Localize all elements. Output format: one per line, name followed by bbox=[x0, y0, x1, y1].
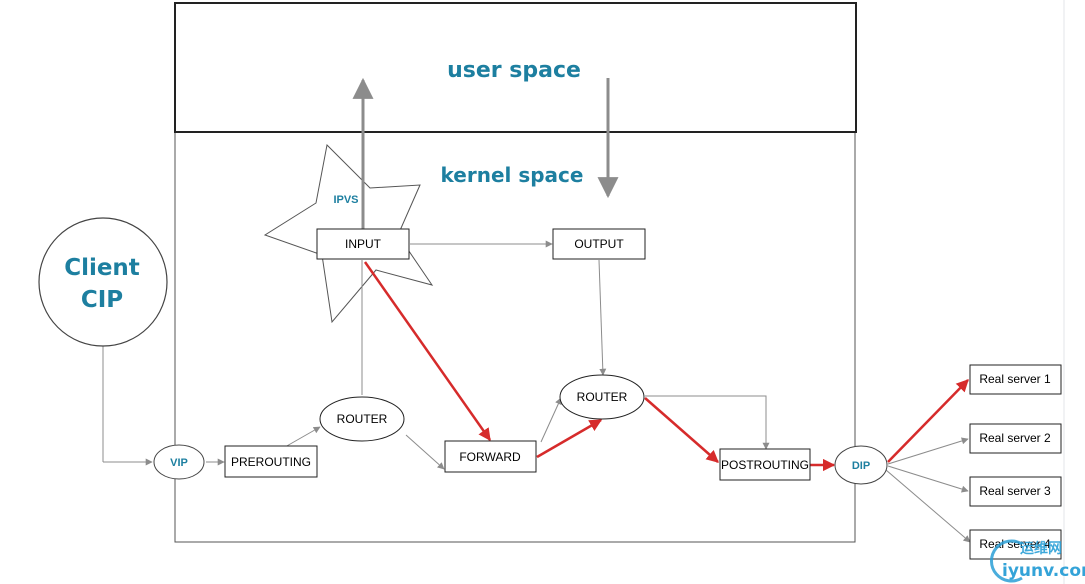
router-to-postrouting-gray-arrow bbox=[645, 395, 770, 450]
prerouting-node bbox=[224, 445, 318, 478]
dip-to-server1-red-arrow bbox=[887, 379, 969, 463]
vip-node bbox=[153, 444, 205, 480]
iyunv-watermark: 运维网 iyunv.com bbox=[990, 539, 1085, 583]
dip-to-server2-arrow bbox=[887, 437, 969, 465]
dip-label: DIP bbox=[852, 460, 870, 472]
user-space-region bbox=[174, 2, 857, 133]
dip-to-server3-arrow bbox=[887, 465, 969, 493]
output-node bbox=[552, 228, 646, 260]
watermark-domain: iyunv.com bbox=[1002, 561, 1085, 581]
prerouting-to-router-arrow bbox=[284, 426, 321, 448]
output-to-router-arrow bbox=[598, 259, 607, 376]
router-left-node bbox=[319, 396, 405, 442]
forward-label: FORWARD bbox=[459, 450, 521, 464]
real-server-2-label: Real server 2 bbox=[979, 431, 1051, 445]
router-right-node bbox=[559, 374, 645, 420]
kernel-space-label: kernel space bbox=[441, 163, 584, 187]
router-right-label: ROUTER bbox=[577, 390, 628, 404]
watermark-brand: 运维网 bbox=[1020, 540, 1062, 557]
real-server-1-node bbox=[969, 364, 1062, 395]
real-server-3-node bbox=[969, 476, 1062, 507]
client-node bbox=[38, 217, 168, 347]
real-server-2-node bbox=[969, 423, 1062, 454]
dip-node bbox=[834, 445, 888, 485]
vip-label: VIP bbox=[170, 457, 188, 469]
forward-to-router-red-arrow bbox=[536, 418, 603, 459]
prerouting-label: PREROUTING bbox=[231, 455, 311, 469]
dip-to-server4-arrow bbox=[885, 469, 971, 543]
real-server-3-label: Real server 3 bbox=[979, 484, 1051, 498]
ipvs-label: IPVS bbox=[333, 194, 358, 206]
forward-to-router-gray-arrow bbox=[540, 397, 562, 443]
output-label: OUTPUT bbox=[574, 237, 624, 251]
client-ip-label: CIP bbox=[81, 287, 123, 313]
postrouting-node bbox=[719, 448, 811, 481]
user-space-label: user space bbox=[447, 58, 581, 83]
router-to-forward-arrow bbox=[405, 434, 445, 470]
input-node bbox=[316, 228, 410, 260]
router-left-label: ROUTER bbox=[337, 412, 388, 426]
router-to-postrouting-red-arrow bbox=[644, 397, 719, 463]
postrouting-label: POSTROUTING bbox=[721, 458, 809, 472]
watermark-logo-icon bbox=[990, 539, 1023, 583]
client-label: Client bbox=[64, 255, 140, 281]
forward-node bbox=[444, 440, 537, 473]
real-server-4-node bbox=[969, 529, 1062, 560]
real-server-1-label: Real server 1 bbox=[979, 372, 1051, 386]
input-to-forward-red-arrow bbox=[363, 261, 492, 442]
input-label: INPUT bbox=[345, 237, 382, 251]
